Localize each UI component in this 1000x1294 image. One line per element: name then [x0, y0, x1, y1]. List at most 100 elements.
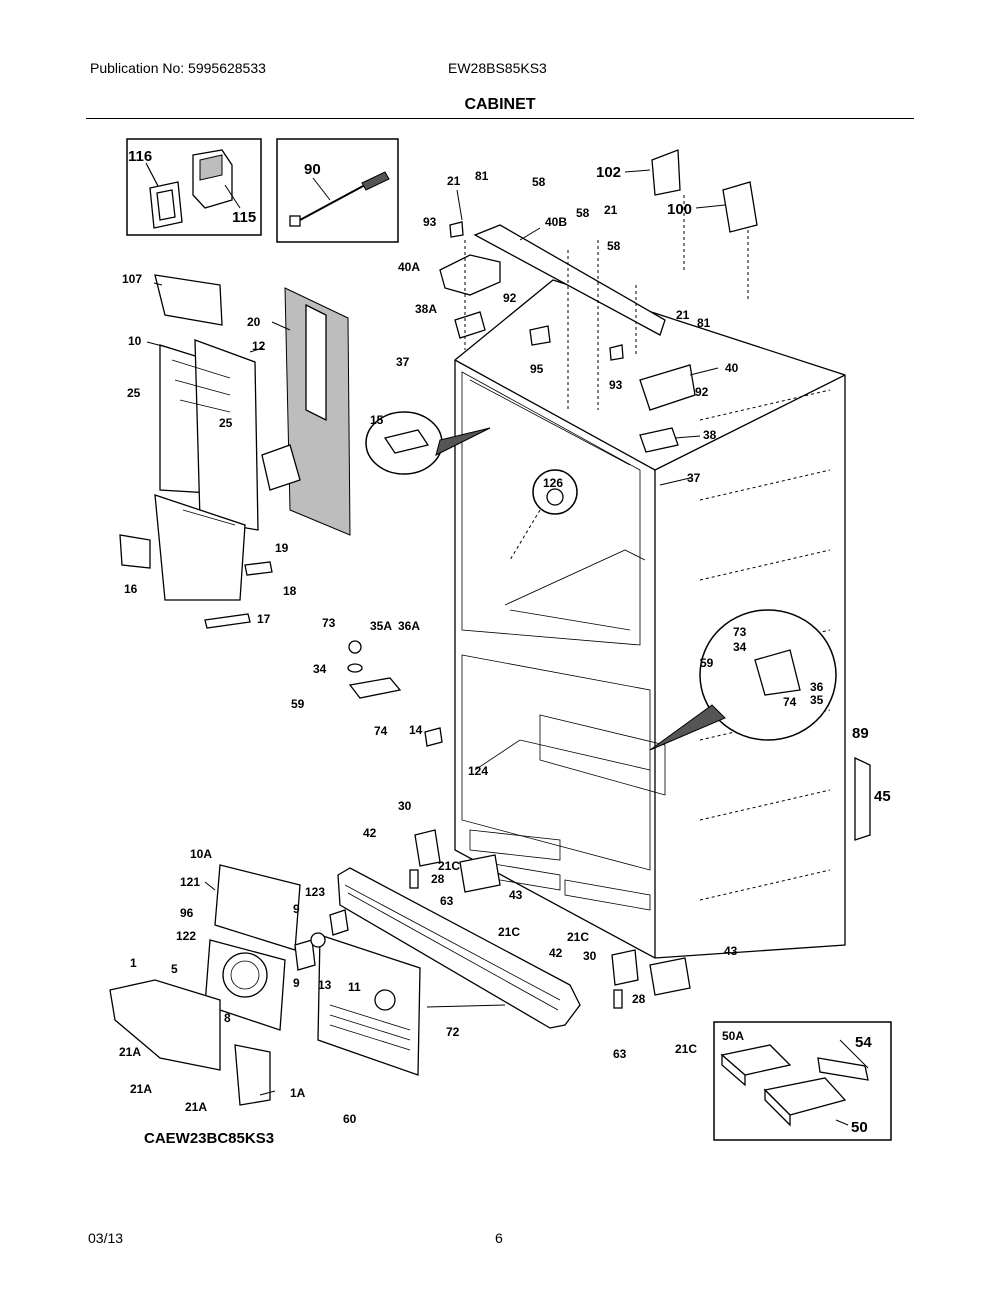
- part-label: 25: [127, 386, 141, 400]
- part-label: 40: [725, 361, 739, 375]
- part-label: 43: [509, 888, 523, 902]
- part-label: 18: [283, 584, 297, 598]
- part-label: 1: [130, 956, 137, 970]
- part-label: 42: [363, 826, 377, 840]
- part-label: 63: [440, 894, 454, 908]
- part-label: 73: [322, 616, 336, 630]
- inset-box-90: [276, 138, 399, 243]
- part-label: 1A: [290, 1086, 306, 1100]
- part-label: 59: [700, 656, 714, 670]
- part-label: 93: [609, 378, 623, 392]
- model-number: EW28BS85KS3: [448, 60, 547, 76]
- part-label: 58: [576, 206, 590, 220]
- inset-box-116-115: [126, 138, 262, 236]
- callout-circle-lower-hinge: [649, 609, 837, 751]
- part-label: 11: [348, 980, 361, 994]
- part-label: 10: [128, 334, 142, 348]
- dispenser-assembly: [109, 864, 421, 1106]
- callout-circle-126: [509, 469, 578, 561]
- part-label: 100: [667, 201, 692, 218]
- part-label: 121: [180, 875, 200, 889]
- part-label: 50: [851, 1119, 868, 1136]
- callout-circle-15: [365, 411, 491, 475]
- part-label: 54: [855, 1034, 872, 1051]
- part-label: 21A: [119, 1045, 141, 1059]
- section-title: CABINET: [464, 96, 536, 113]
- part-label: 95: [530, 362, 544, 376]
- part-label: 20: [247, 315, 261, 329]
- part-label: 21: [676, 308, 690, 322]
- part-label: 42: [549, 946, 563, 960]
- top-hinge-bar: [439, 149, 758, 453]
- part-label: 19: [275, 541, 289, 555]
- part-label: 28: [632, 992, 646, 1006]
- part-label: 58: [607, 239, 621, 253]
- kick-plate-72: [337, 867, 581, 1029]
- header-rule: [86, 118, 914, 119]
- part-label: 21: [604, 203, 618, 217]
- part-label: 14: [409, 723, 423, 737]
- part-label: 60: [343, 1112, 357, 1126]
- part-label: 17: [257, 612, 271, 626]
- footer-date: 03/13: [88, 1230, 124, 1246]
- part-label: 34: [733, 640, 747, 654]
- part-label: 40A: [398, 260, 420, 274]
- part-label: 36A: [398, 619, 420, 633]
- footer-page-number: 6: [495, 1230, 503, 1246]
- part-label: 93: [423, 215, 437, 229]
- part-label: 102: [596, 164, 621, 181]
- part-label: 107: [122, 272, 142, 286]
- part-label: 36: [810, 680, 824, 694]
- lower-brackets: [409, 829, 691, 1009]
- part-label: 37: [687, 471, 701, 485]
- part-label: 34: [313, 662, 327, 676]
- left-duct-assembly: [119, 274, 351, 629]
- part-label: 8: [224, 1011, 231, 1025]
- inset-box-50: [713, 1021, 892, 1141]
- part-label: 5: [171, 962, 178, 976]
- part-label: 25: [219, 416, 233, 430]
- part-label: 123: [305, 885, 325, 899]
- part-label: 21C: [675, 1042, 697, 1056]
- part-label: 37: [396, 355, 410, 369]
- part-label: 21A: [185, 1100, 207, 1114]
- part-label: 16: [124, 582, 138, 596]
- part-label: 12: [252, 339, 266, 353]
- part-label: 59: [291, 697, 305, 711]
- part-label: 96: [180, 906, 194, 920]
- part-label: 89: [852, 725, 869, 742]
- part-label: 9: [293, 976, 300, 990]
- part-label: 126: [543, 476, 563, 490]
- part-label: 58: [532, 175, 546, 189]
- part-label: 30: [398, 799, 412, 813]
- part-label: 38A: [415, 302, 437, 316]
- part-label: 74: [374, 724, 388, 738]
- part-label: 72: [446, 1025, 460, 1039]
- part-label: 116: [128, 148, 152, 165]
- part-label: 15: [370, 413, 384, 427]
- part-label: 21C: [567, 930, 589, 944]
- part-label: 35: [810, 693, 824, 707]
- part-label: 9: [293, 902, 300, 916]
- part-label: 50A: [722, 1029, 744, 1043]
- publication-number: Publication No: 5995628533: [90, 60, 266, 76]
- part-label: 74: [783, 695, 797, 709]
- part-label: 21C: [498, 925, 520, 939]
- leader-lines: [145, 162, 869, 1126]
- part-label: 10A: [190, 847, 212, 861]
- part-labels: 116 115 90 21 81 58 102 100 93 40B 58 21…: [119, 148, 891, 1147]
- part-label: 115: [232, 209, 256, 226]
- part-label: 43: [724, 944, 738, 958]
- part-label: 92: [503, 291, 517, 305]
- part-label: 13: [318, 978, 332, 992]
- diagram-caption: CAEW23BC85KS3: [144, 1130, 274, 1147]
- part-label: 40B: [545, 215, 567, 229]
- part-label: 90: [304, 161, 321, 178]
- part-label: 73: [733, 625, 747, 639]
- part-label: 28: [431, 872, 445, 886]
- part-label: 30: [583, 949, 597, 963]
- part-label: 81: [697, 316, 711, 330]
- part-label: 124: [468, 764, 488, 778]
- part-label: 63: [613, 1047, 627, 1061]
